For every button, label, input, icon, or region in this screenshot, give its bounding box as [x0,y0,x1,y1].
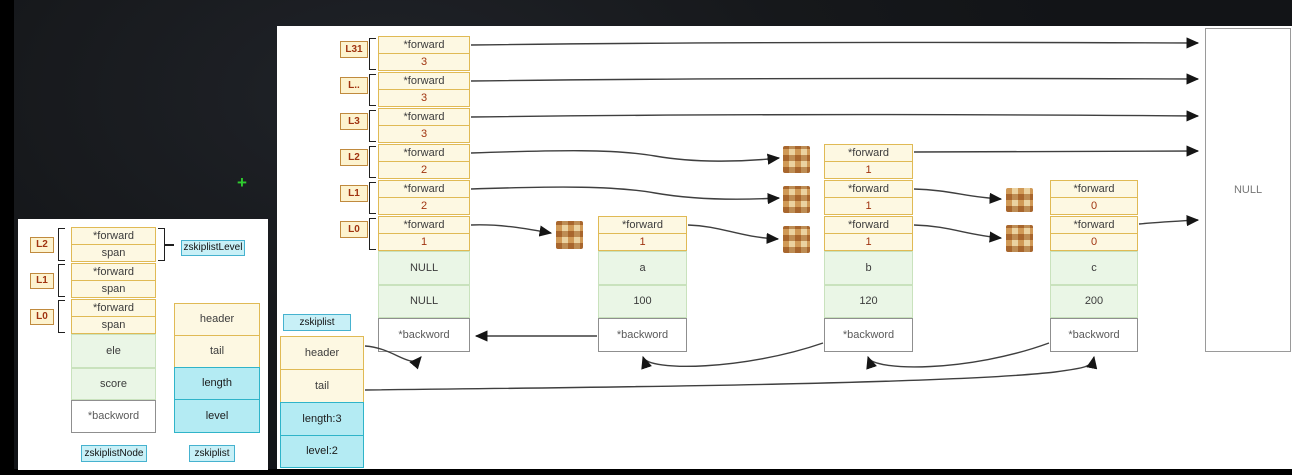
node-b-span-cell: 1 [824,233,913,251]
node-b-forward-cell: *forward [824,216,913,234]
bottom-black-edge [0,469,1292,475]
node-c-forward-cell: *forward [1050,216,1138,234]
node-b-forward-cell: *forward [824,180,913,198]
bracket [369,218,376,250]
header-forward-cell: *forward [378,144,470,162]
node-c-forward-cell: *forward [1050,180,1138,198]
node-c-span-cell: 0 [1050,197,1138,215]
zskiplist-badge: zskiplist [283,314,351,331]
legend-span-cell: span [71,316,156,334]
legend-ele-cell: ele [71,334,156,368]
zskiplist-badge: zskiplist [189,445,235,462]
node-c-score-cell: 200 [1050,285,1138,318]
zskiplist-header-cell: header [280,336,364,370]
node-c-backword-cell: *backword [1050,318,1138,352]
legend-length-cell: length [174,367,260,400]
level-label-l2: L2 [340,149,368,166]
bracket [369,182,376,214]
bracket [369,110,376,142]
legend-forward-cell: *forward [71,263,156,281]
node-a-forward-cell: *forward [598,216,687,234]
bracket [369,74,376,106]
header-span-cell: 3 [378,53,470,71]
null-terminator-box: NULL [1205,28,1291,352]
pixelated-blob [783,186,810,213]
node-b-span-cell: 1 [824,197,913,215]
legend-level-label-l2: L2 [30,237,54,253]
pixelated-blob [783,146,810,173]
header-score-cell: NULL [378,285,470,318]
legend-forward-cell: *forward [71,299,156,317]
node-a-backword-cell: *backword [598,318,687,352]
left-black-edge [0,0,14,475]
node-a-ele-cell: a [598,251,687,285]
zskiplist-length-cell: length:3 [280,402,364,436]
zskiplist-level-cell: level:2 [280,435,364,468]
header-span-cell: 3 [378,125,470,143]
header-forward-cell: *forward [378,216,470,234]
legend-level-label-l0: L0 [30,309,54,325]
legend-span-cell: span [71,280,156,298]
legend-score-cell: score [71,368,156,400]
header-forward-cell: *forward [378,72,470,90]
zskiplistnode-badge: zskiplistNode [81,445,147,462]
plus-cursor: + [237,173,247,192]
node-b-ele-cell: b [824,251,913,285]
legend-forward-cell: *forward [71,227,156,245]
bracket [369,38,376,70]
pixelated-blob [1006,188,1033,212]
node-b-span-cell: 1 [824,161,913,179]
level-label-ldots: L.. [340,77,368,94]
header-forward-cell: *forward [378,36,470,54]
pixelated-blob [556,221,583,249]
bracket [58,300,65,333]
node-b-forward-cell: *forward [824,144,913,162]
legend-backword-cell: *backword [71,400,156,433]
header-forward-cell: *forward [378,180,470,198]
header-forward-cell: *forward [378,108,470,126]
level-label-l1: L1 [340,185,368,202]
node-b-backword-cell: *backword [824,318,913,352]
level-label-l0: L0 [340,221,368,238]
node-a-score-cell: 100 [598,285,687,318]
legend-level-label-l1: L1 [30,273,54,289]
bracket [158,228,165,261]
legend-header-cell: header [174,303,260,336]
legend-level-cell: level [174,399,260,433]
bracket-tick [165,244,174,246]
level-label-l3: L3 [340,113,368,130]
header-span-cell: 1 [378,233,470,251]
header-span-cell: 3 [378,89,470,107]
pixelated-blob [783,226,810,253]
header-ele-cell: NULL [378,251,470,285]
node-b-score-cell: 120 [824,285,913,318]
header-span-cell: 2 [378,161,470,179]
level-label-l31: L31 [340,41,368,58]
pixelated-blob [1006,225,1033,252]
node-a-span-cell: 1 [598,233,687,251]
zskiplist-tail-cell: tail [280,369,364,403]
header-span-cell: 2 [378,197,470,215]
legend-span-cell: span [71,244,156,262]
zskiplistlevel-badge: zskiplistLevel [181,240,245,256]
bracket [58,264,65,297]
node-c-ele-cell: c [1050,251,1138,285]
node-c-span-cell: 0 [1050,233,1138,251]
header-backword-cell: *backword [378,318,470,352]
bracket [58,228,65,261]
legend-tail-cell: tail [174,335,260,368]
bracket [369,146,376,178]
